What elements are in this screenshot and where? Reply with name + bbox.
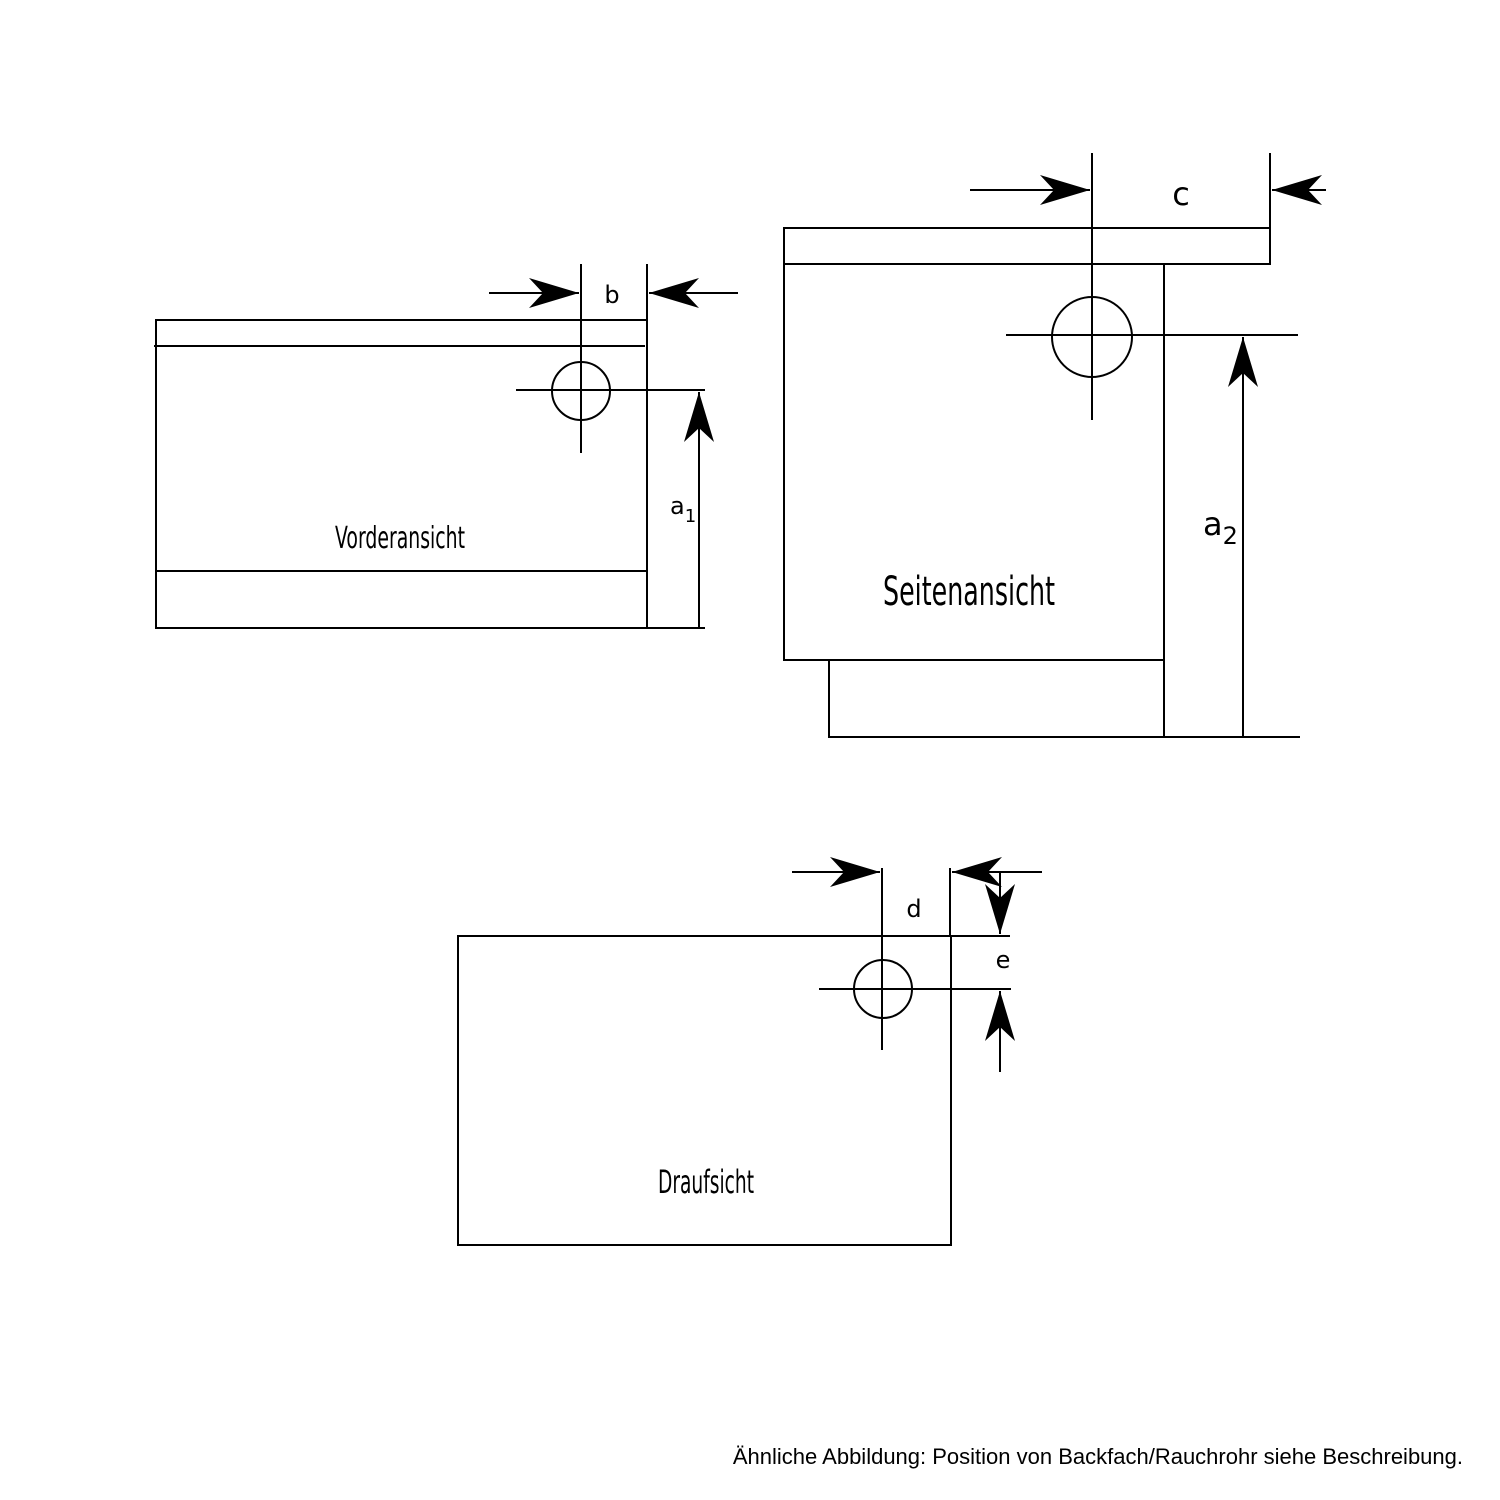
dim-a1-main: a [670,492,685,520]
top-view-title: Draufsicht [658,1163,754,1201]
dim-b-label: b [604,281,619,309]
side-view-title: Seitenansicht [883,569,1055,615]
front-view-title: Vorderansicht [335,521,465,556]
dim-c-label: c [1172,175,1190,213]
side-view-top-plate [783,227,1271,265]
side-view-plinth [828,660,1300,738]
top-view: d e Draufsicht [457,857,1042,1246]
caption-note: Ähnliche Abbildung: Position von Backfac… [732,1444,1463,1469]
dim-a1-label: a1 [670,492,696,527]
side-view-body-outline [783,264,1164,661]
dim-a1-sub: 1 [685,506,696,527]
dim-a2-main: a [1203,505,1223,543]
dim-d-label: d [906,895,921,923]
dim-a2-sub: 2 [1223,522,1238,550]
front-view: b a1 Vorderansicht [154,264,738,629]
top-view-body [457,935,952,1246]
side-view: c a2 Seitenansicht [783,153,1326,738]
dim-e-label: e [996,946,1011,974]
front-view-body [155,319,648,629]
dim-a2-label: a2 [1203,505,1238,550]
